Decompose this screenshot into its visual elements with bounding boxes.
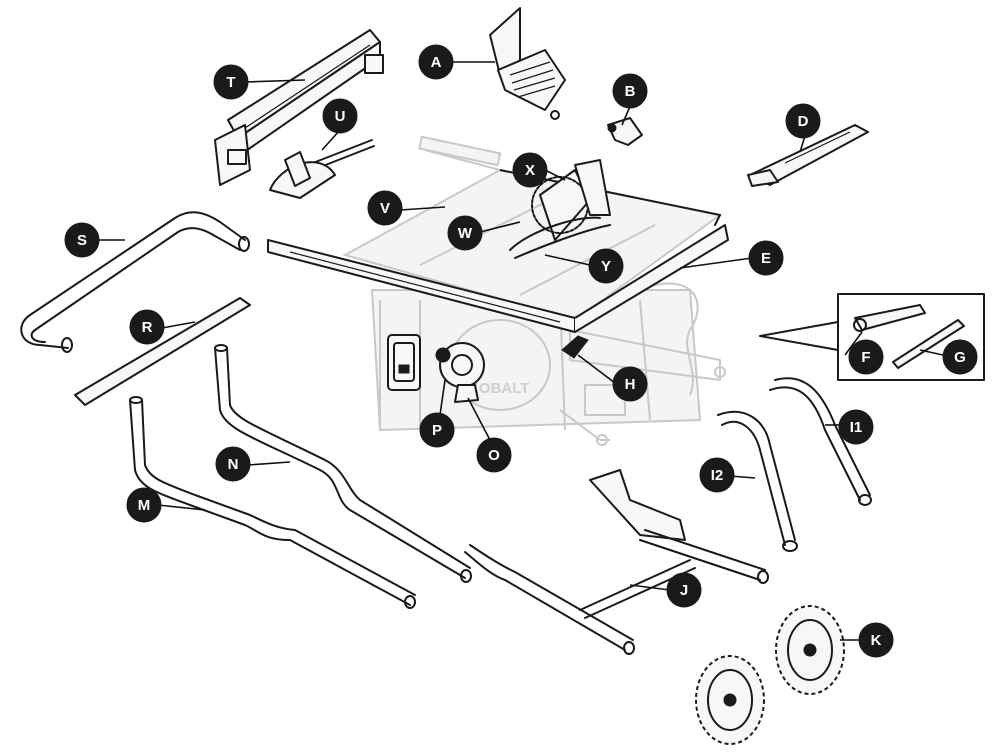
callout-p: P — [419, 412, 455, 448]
callout-t: T — [213, 64, 249, 100]
callout-m: M — [126, 487, 162, 523]
callout-j: J — [666, 572, 702, 608]
leg-m — [129, 396, 416, 609]
wheel-k-front — [695, 655, 765, 745]
svg-text:D: D — [798, 113, 809, 130]
svg-text:K: K — [871, 632, 882, 649]
svg-text:X: X — [525, 162, 535, 179]
push-stick — [747, 124, 869, 187]
svg-text:B: B — [625, 83, 636, 100]
callout-i1: I1 — [838, 409, 874, 445]
callout-x: X — [512, 152, 548, 188]
svg-text:R: R — [142, 319, 153, 336]
svg-text:A: A — [431, 54, 442, 71]
part-b — [607, 117, 643, 146]
bevel-handwheel — [435, 342, 485, 403]
callout-a: A — [418, 44, 454, 80]
callout-k: K — [858, 622, 894, 658]
svg-text:P: P — [432, 422, 442, 439]
board-r — [74, 297, 251, 406]
brand-text: KOBALT — [468, 380, 529, 397]
svg-text:O: O — [488, 447, 500, 464]
svg-text:F: F — [861, 349, 870, 366]
callout-f: F — [848, 339, 884, 375]
svg-text:U: U — [335, 108, 346, 125]
leg-n — [214, 344, 472, 583]
callout-y: Y — [588, 248, 624, 284]
callout-v: V — [367, 190, 403, 226]
callout-b: B — [612, 73, 648, 109]
callout-i2: I2 — [699, 457, 735, 493]
callout-o: O — [476, 437, 512, 473]
svg-text:I1: I1 — [850, 419, 863, 436]
svg-text:T: T — [226, 74, 235, 91]
blade-guard — [489, 7, 566, 120]
wheel-k-back — [775, 605, 845, 695]
callout-n: N — [215, 446, 251, 482]
svg-text:S: S — [77, 232, 87, 249]
callout-u: U — [322, 98, 358, 134]
miter-gauge — [269, 139, 375, 199]
power-switch — [387, 334, 421, 391]
svg-text:H: H — [625, 376, 636, 393]
lever-h — [561, 335, 589, 359]
svg-text:W: W — [458, 225, 473, 242]
callout-s: S — [64, 222, 100, 258]
rail-e — [267, 224, 729, 333]
callout-g: G — [942, 339, 978, 375]
tube-i1 — [769, 377, 872, 506]
svg-text:G: G — [954, 349, 966, 366]
svg-text:E: E — [761, 250, 771, 267]
svg-text:I2: I2 — [711, 467, 724, 484]
callout-w: W — [447, 215, 483, 251]
rip-fence — [214, 29, 384, 186]
svg-text:N: N — [228, 456, 239, 473]
svg-text:Y: Y — [601, 258, 611, 275]
callout-h: H — [612, 366, 648, 402]
callout-r: R — [129, 309, 165, 345]
svg-text:M: M — [138, 497, 151, 514]
wrench-inset — [759, 293, 985, 381]
tube-i2 — [717, 410, 798, 552]
leg-j — [464, 469, 769, 655]
handle-s — [20, 211, 250, 353]
callout-e: E — [748, 240, 784, 276]
svg-text:V: V — [380, 200, 390, 217]
svg-text:J: J — [680, 582, 688, 599]
callout-d: D — [785, 103, 821, 139]
